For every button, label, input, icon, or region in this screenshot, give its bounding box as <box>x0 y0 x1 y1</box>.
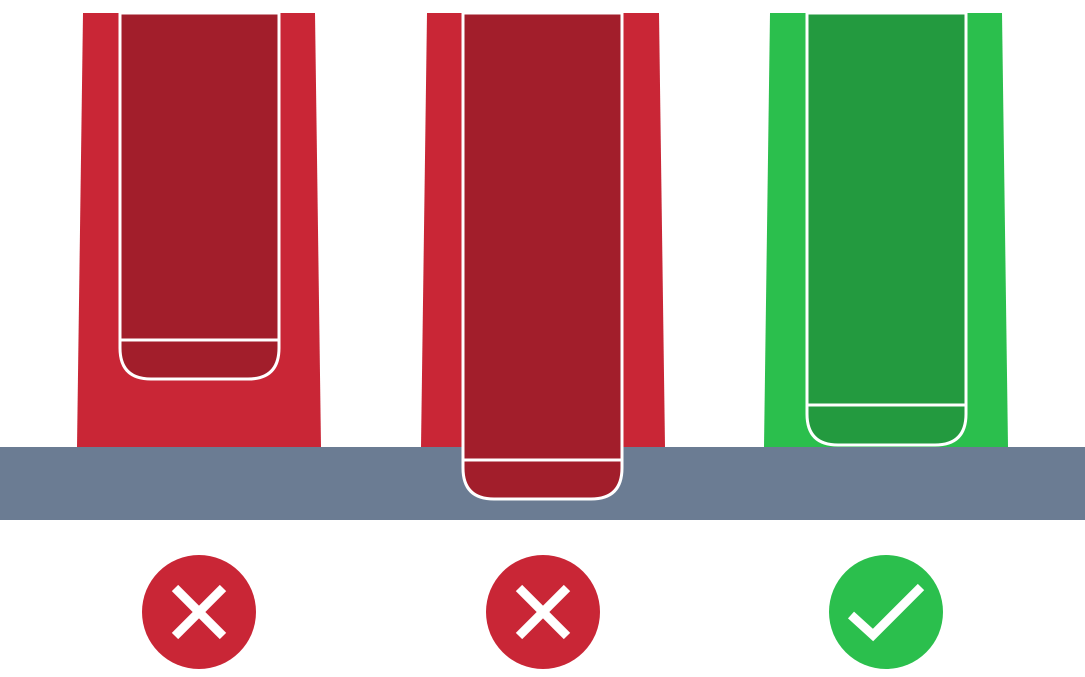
check-icon <box>829 555 943 669</box>
x-icon <box>142 555 256 669</box>
insert-too-short <box>118 11 281 381</box>
insert-too-deep <box>461 11 624 501</box>
insert-flush <box>805 11 968 447</box>
x-icon <box>486 555 600 669</box>
